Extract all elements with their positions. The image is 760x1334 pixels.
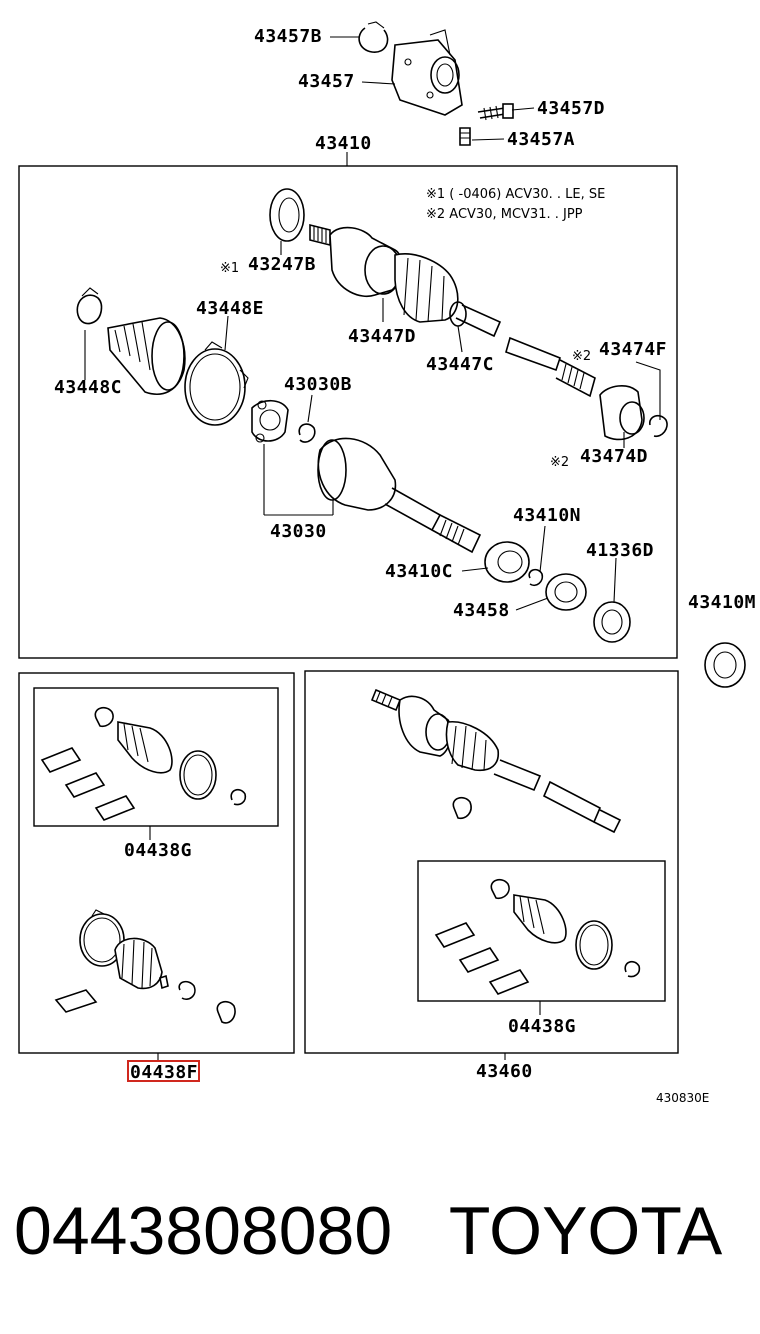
label-43457d: 43457D (537, 98, 605, 119)
seal-43247b (269, 188, 305, 242)
label-04438g-right: 04438G (508, 1016, 576, 1037)
note-2: ※2 ACV30, MCV31. . JPP (426, 207, 583, 222)
label-43410c: 43410C (385, 561, 453, 582)
snap-ring-43410n (528, 568, 544, 587)
stud-43457a (459, 127, 471, 146)
bearing-43458 (545, 573, 587, 611)
seal-43410m (704, 642, 746, 688)
mark-1: ※1 (220, 261, 239, 276)
assembly-box-43410 (18, 165, 678, 659)
bearing-43410c (484, 541, 530, 583)
snap-ring-43030b (298, 423, 316, 443)
label-43030: 43030 (270, 521, 327, 542)
footer: 0443808080 TOYOTA (14, 1192, 754, 1282)
bracket-assembly (358, 21, 514, 146)
kit-box-04438g-left (33, 687, 279, 827)
drive-shaft-parts (76, 188, 668, 643)
label-43447c: 43447C (426, 354, 494, 375)
inner-boot (394, 253, 459, 323)
label-04438f: 04438F (130, 1062, 198, 1083)
label-43474d: 43474D (580, 446, 648, 467)
label-43410m: 43410M (688, 592, 756, 613)
label-43030b: 43030B (284, 374, 352, 395)
inner-joint-housing (317, 437, 397, 511)
clamp-43448c (76, 294, 103, 325)
label-43474f: 43474F (599, 339, 667, 360)
label-43457b: 43457B (254, 26, 322, 47)
leader-lines (84, 36, 661, 611)
footer-part-number: 0443808080 (14, 1193, 393, 1269)
assembly-box-43460 (304, 670, 679, 1054)
label-43457a: 43457A (507, 129, 575, 150)
clamp-43448e (184, 348, 246, 426)
seal-41336d (593, 601, 631, 643)
note-1: ※1 ( -0406) ACV30. . LE, SE (426, 187, 605, 202)
kit-box-left (18, 672, 295, 1054)
label-43448e: 43448E (196, 298, 264, 319)
label-43247b: 43247B (248, 254, 316, 275)
parts-diagram: 43457B 43457 43457D 43457A 43410 ※1 ( -0… (18, 21, 756, 1105)
bolt-43457d (477, 107, 506, 119)
highlight-box (127, 1060, 200, 1082)
label-43457: 43457 (298, 71, 355, 92)
part-labels: 43457B 43457 43457D 43457A 43410 ※1 ( -0… (54, 26, 756, 1105)
label-43460: 43460 (476, 1061, 533, 1082)
label-43410n: 43410N (513, 505, 581, 526)
kit-04438g-right-parts (434, 878, 641, 995)
label-04438g-left: 04438G (124, 840, 192, 861)
assembly-43460-parts (370, 688, 622, 834)
label-43447d: 43447D (348, 326, 416, 347)
mark-2b: ※2 (550, 455, 569, 470)
snap-ring-43457b (358, 27, 389, 53)
label-43448c: 43448C (54, 377, 122, 398)
diagram-code: 430830E (656, 1091, 709, 1105)
label-43410: 43410 (315, 133, 372, 154)
mark-2a: ※2 (572, 349, 591, 364)
footer-brand: TOYOTA (448, 1193, 723, 1269)
clip-43474f (649, 414, 668, 438)
label-41336d: 41336D (586, 540, 654, 561)
bracket-43457 (391, 39, 463, 116)
kit-04438f-parts (54, 909, 236, 1024)
shaft-bar (505, 336, 561, 372)
label-43458: 43458 (453, 600, 510, 621)
kit-04438g-left-parts (40, 706, 247, 821)
kit-box-04438g-right (417, 860, 666, 1002)
